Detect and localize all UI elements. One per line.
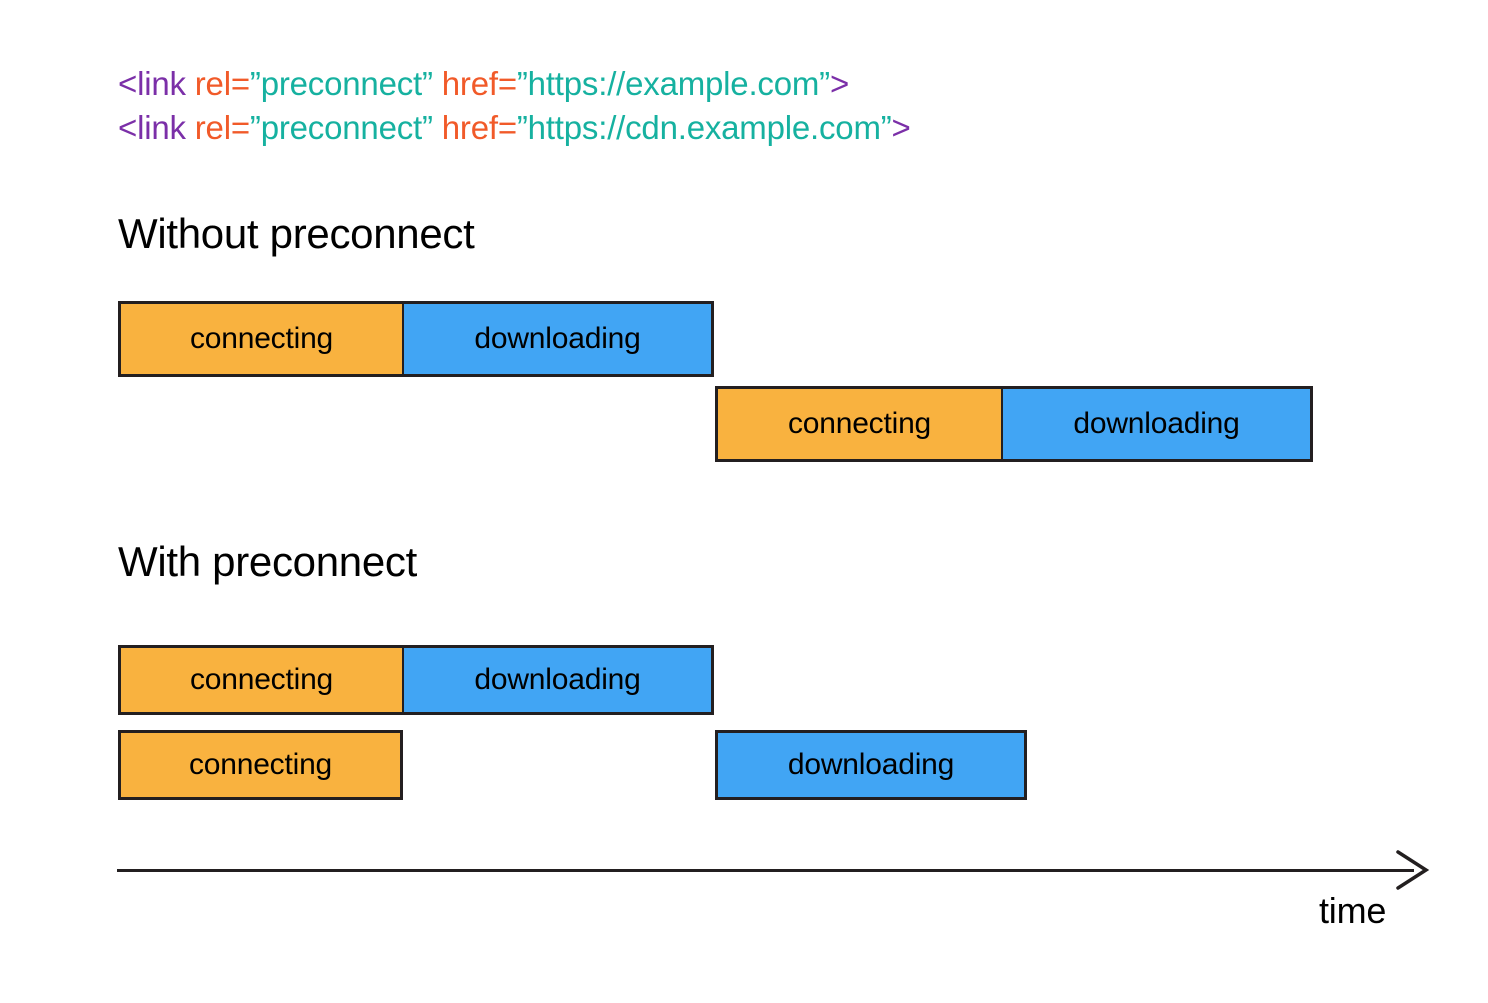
code-line: <link rel=”preconnect” href=”https://exa… (118, 62, 911, 106)
code-token-attr-rel: rel= (194, 109, 250, 146)
code-token-attr-href: href= (441, 109, 517, 146)
time-axis-label: time (1319, 890, 1387, 931)
bar-segment-connecting: connecting (715, 386, 1002, 462)
section-heading-without-preconnect: Without preconnect (118, 210, 475, 257)
code-token-tag-open: <link (118, 109, 195, 146)
code-token-tag-close: > (891, 109, 911, 146)
time-axis-arrow-icon (1396, 850, 1430, 890)
code-token-value-href: ”https://example.com” (516, 65, 830, 102)
time-axis-line (117, 869, 1414, 872)
bar-segment-connecting: connecting (118, 645, 403, 715)
code-token-attr-href: href= (441, 65, 517, 102)
bar-segment-downloading: downloading (1002, 386, 1313, 462)
code-token-value-href: ”https://cdn.example.com” (516, 109, 892, 146)
code-token-value-rel: ”preconnect” (249, 65, 442, 102)
code-snippet: <link rel=”preconnect” href=”https://exa… (118, 62, 911, 150)
code-token-attr-rel: rel= (194, 65, 250, 102)
bar-segment-connecting: connecting (118, 301, 403, 377)
bar-segment-downloading: downloading (403, 301, 714, 377)
code-token-value-rel: ”preconnect” (249, 109, 442, 146)
bar-segment-downloading: downloading (715, 730, 1027, 800)
section-heading-with-preconnect: With preconnect (118, 538, 417, 585)
code-token-tag-close: > (829, 65, 850, 102)
code-token-tag-open: <link (118, 65, 195, 102)
bar-segment-downloading: downloading (403, 645, 714, 715)
code-line: <link rel=”preconnect” href=”https://cdn… (118, 106, 911, 150)
bar-segment-connecting: connecting (118, 730, 403, 800)
